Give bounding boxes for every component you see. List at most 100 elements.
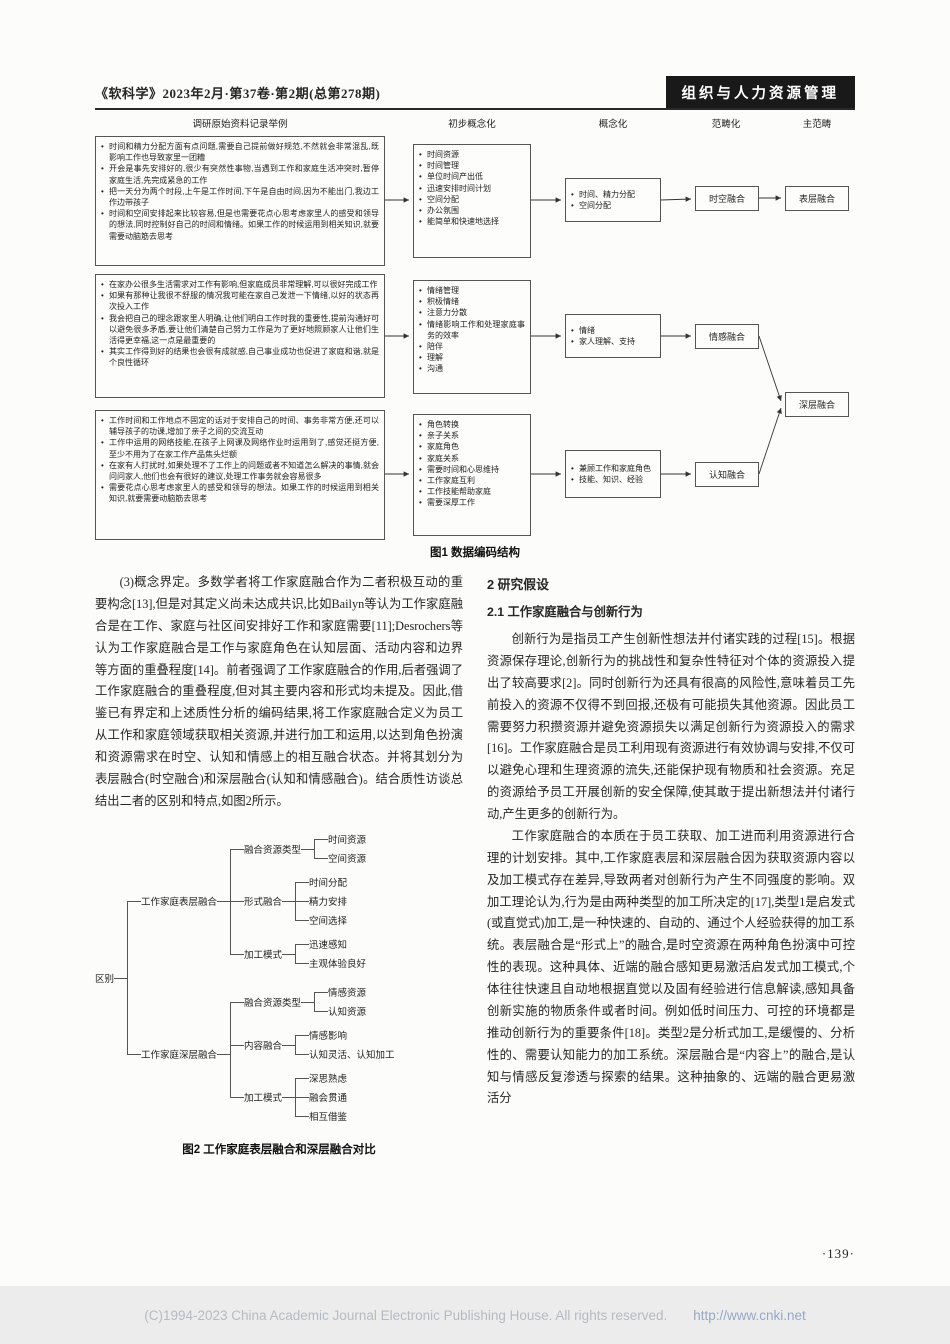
list-item: 陪伴 — [419, 341, 525, 352]
figure1-caption: 图1 数据编码结构 — [429, 547, 521, 559]
category-box-spacetime: 时空融合 — [695, 186, 759, 211]
list-item: 开会是事先安排好的,很少有突然性事物,当遇到工作和家庭生活冲突时,暂停家庭生活,… — [101, 163, 379, 185]
list-item: 沟通 — [419, 363, 525, 374]
group-label: 融合资源类型 — [244, 842, 315, 856]
group-node: 加工模式 深思熟虑融会贯通相互借鉴 — [230, 1066, 395, 1128]
list-item: 情绪管理 — [419, 285, 525, 296]
list-item: 能简单和快速地选择 — [419, 216, 525, 227]
group-node: 内容融合 情感影响认知灵活、认知加工 — [230, 1023, 395, 1067]
list-item: 理解 — [419, 352, 525, 363]
branch-groups: 融合资源类型 时间资源空间资源 形式融合 时间分配精力安排空间选择 加工模式 迅… — [230, 827, 366, 975]
quotes-box-row2: 在家办公很多生活需求对工作有影响,但家庭成员非常理解,可以很好完成工作如果有那种… — [95, 274, 385, 398]
group-node: 加工模式 迅速感知主观体验良好 — [230, 932, 366, 975]
branch-groups: 融合资源类型 情感资源认知资源 内容融合 情感影响认知灵活、认知加工 加工模式 … — [230, 980, 395, 1128]
subsection-heading: 2.1 工作家庭融合与创新行为 — [487, 605, 643, 619]
concepts-box-row1: 时间、精力分配空间分配 — [565, 178, 661, 222]
list-item: 情感影响 — [295, 1026, 395, 1045]
figure1-col-header-category: 范畴化 — [711, 119, 741, 130]
group-items: 深思熟虑融会贯通相互借鉴 — [295, 1069, 347, 1126]
branch-label: 工作家庭表层融合 — [141, 894, 231, 908]
list-item: 情绪 — [571, 325, 655, 336]
list-item: 空间资源 — [314, 848, 366, 868]
list-item: 单位时间产出低 — [419, 171, 525, 182]
list-item: 相互借鉴 — [295, 1106, 347, 1126]
list-item: 融会贯通 — [295, 1087, 347, 1107]
group-node: 形式融合 时间分配精力安排空间选择 — [230, 870, 366, 933]
initial-concepts-row1: 时间资源时间管理单位时间产出低迅速安排时间计划空间分配办公氛围能简单和快速地选择 — [413, 144, 531, 258]
list-item: 家庭角色 — [419, 441, 525, 452]
tree-branches: 工作家庭表层融合 融合资源类型 时间资源空间资源 形式融合 时间分配精力安排空间… — [127, 825, 395, 1131]
figure1-col-header-initial: 初步概念化 — [448, 119, 496, 130]
category-box-emotion: 情感融合 — [695, 324, 759, 349]
list-item: 时间管理 — [419, 160, 525, 171]
group-label: 加工模式 — [244, 947, 296, 961]
list-item: 时间和空间安排起来比较容易,但是也需要花点心思考虑家里人的感受和领导的想法,同时… — [101, 208, 379, 242]
list-item: 亲子关系 — [419, 430, 525, 441]
tree-branch-deep: 工作家庭深层融合 融合资源类型 情感资源认知资源 内容融合 情感影响认知灵活、认… — [127, 977, 395, 1131]
figure1-connector-arrows — [385, 195, 782, 477]
figure1-col-header-concept: 概念化 — [598, 119, 628, 130]
list-item: 在家有人打扰时,如果处理不了工作上的问题或者不知道怎么解决的事情,就会问问家人,… — [101, 460, 379, 482]
quotes-box-row3: 工作时间和工作地点不固定的话对于安排自己的时间、事务非常方便,还可以辅导孩子的功… — [95, 410, 385, 540]
list-item: 时间资源 — [419, 149, 525, 160]
group-label: 融合资源类型 — [244, 995, 315, 1009]
list-item: 精力安排 — [295, 891, 347, 911]
list-item: 空间选择 — [295, 910, 347, 930]
tree-branch-surface: 工作家庭表层融合 融合资源类型 时间资源空间资源 形式融合 时间分配精力安排空间… — [127, 825, 395, 978]
list-item: 家人理解、支持 — [571, 336, 655, 347]
page-header: 《软科学》2023年2月·第37卷·第2期(总第278期) 组织与人力资源管理 — [95, 74, 855, 110]
list-item: 把一天分为两个时段,上午是工作时间,下午是自由时间,因为不能出门,我边工作边带孩… — [101, 186, 379, 208]
journal-info: 《软科学》2023年2月·第37卷·第2期(总第278期) — [95, 86, 381, 101]
list-item: 兼顾工作和家庭角色 — [571, 463, 655, 474]
right-column: 2 研究假设 2.1 工作家庭融合与创新行为 创新行为是指员工产生创新性想法并付… — [487, 572, 855, 1110]
list-item: 主观体验良好 — [295, 953, 366, 973]
list-item: 其实工作得到好的结果也会很有成就感,自己事业成功也促进了家庭和谐,就是个良性循环 — [101, 346, 379, 368]
section-heading: 2 研究假设 — [487, 577, 549, 592]
figure1-col-header-main: 主范畴 — [802, 119, 832, 130]
list-item: 办公氛围 — [419, 205, 525, 216]
concepts-box-row3: 兼顾工作和家庭角色技能、知识、经验 — [565, 450, 661, 498]
list-item: 时间分配 — [295, 873, 347, 892]
list-item: 迅速安排时间计划 — [419, 183, 525, 194]
category-box-cognition: 认知融合 — [695, 462, 759, 487]
list-item: 需要花点心思考虑家里人的感受和领导的想法。如果工作的时候运用到相关知识,就要需要… — [101, 482, 379, 504]
left-paragraph: (3)概念界定。多数学者将工作家庭融合作为二者积极互动的重要构念[13],但是对… — [95, 575, 463, 808]
main-category-surface: 表层融合 — [785, 186, 849, 211]
branch-label: 工作家庭深层融合 — [141, 1047, 231, 1061]
list-item: 注意力分散 — [419, 307, 525, 318]
list-item: 技能、知识、经验 — [571, 474, 655, 485]
list-item: 情感资源 — [314, 983, 366, 1002]
group-items: 时间分配精力安排空间选择 — [295, 873, 347, 930]
list-item: 深思熟虑 — [295, 1069, 347, 1088]
list-item: 需要时间和心思维持 — [419, 464, 525, 475]
tree-root-label: 区别 — [95, 971, 128, 985]
footer-bar: (C)1994-2023 China Academic Journal Elec… — [0, 1286, 950, 1344]
page-number: ·139· — [821, 1246, 855, 1261]
footer-url: http://www.cnki.net — [693, 1307, 806, 1323]
group-items: 迅速感知主观体验良好 — [295, 935, 366, 973]
list-item: 在家办公很多生活需求对工作有影响,但家庭成员非常理解,可以很好完成工作 — [101, 279, 379, 290]
copyright-text: (C)1994-2023 China Academic Journal Elec… — [144, 1307, 668, 1323]
list-item: 情绪影响工作和处理家庭事务的效率 — [419, 319, 525, 341]
list-item: 认知灵活、认知加工 — [295, 1044, 395, 1064]
list-item: 空间分配 — [419, 194, 525, 205]
list-item: 工作时间和工作地点不固定的话对于安排自己的时间、事务非常方便,还可以辅导孩子的功… — [101, 415, 379, 437]
group-items: 情感影响认知灵活、认知加工 — [295, 1026, 395, 1064]
concepts-box-row2: 情绪家人理解、支持 — [565, 314, 661, 358]
section-label: 组织与人力资源管理 — [665, 76, 855, 108]
left-column: (3)概念界定。多数学者将工作家庭融合作为二者积极互动的重要构念[13],但是对… — [95, 572, 463, 1157]
initial-concepts-row2: 情绪管理积极情绪注意力分散情绪影响工作和处理家庭事务的效率陪伴理解沟通 — [413, 280, 531, 394]
list-item: 时间、精力分配 — [571, 189, 655, 200]
figure2-caption: 图2 工作家庭表层融合和深层融合对比 — [182, 1143, 376, 1156]
list-item: 认知资源 — [314, 1001, 366, 1021]
group-items: 时间资源空间资源 — [314, 830, 366, 868]
group-label: 形式融合 — [244, 894, 296, 908]
list-item: 如果有那种让我很不舒服的情况我可能在家自己发泄一下情绪,以好的状态再次投入工作 — [101, 290, 379, 312]
list-item: 迅速感知 — [295, 935, 366, 954]
initial-concepts-row3: 角色转换亲子关系家庭角色家庭关系需要时间和心思维持工作家庭互利工作技能帮助家庭需… — [413, 414, 531, 536]
list-item: 我会把自己的理念跟家里人明确,让他们明白工作时我的重要性,提前沟通好可以避免很多… — [101, 313, 379, 347]
list-item: 工作技能帮助家庭 — [419, 486, 525, 497]
right-paragraph-2: 工作家庭融合的本质在于员工获取、加工进而利用资源进行合理的计划安排。其中,工作家… — [487, 828, 855, 1106]
group-label: 加工模式 — [244, 1090, 296, 1104]
